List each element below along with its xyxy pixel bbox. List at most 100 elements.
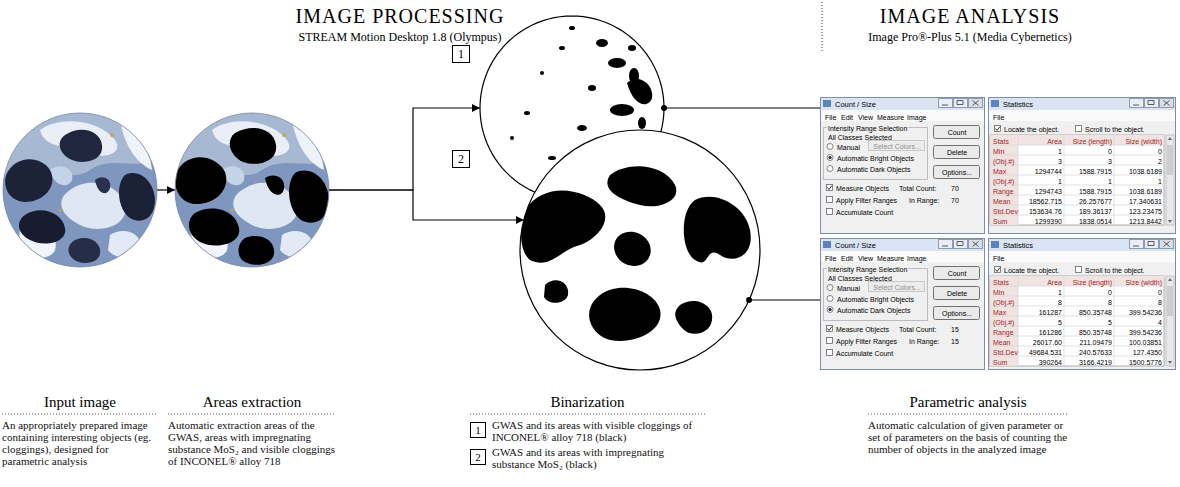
radio-label: Automatic Bright Objects [837, 295, 914, 304]
binarized-fill [559, 46, 565, 50]
field-value: 15 [951, 337, 959, 346]
group-title: Intensity Range Selection [827, 265, 908, 274]
window-title: Statistics [1003, 100, 1033, 109]
column-description: Automatic calculation of given parameter… [868, 419, 1068, 455]
table-cell: 2 [1115, 157, 1162, 166]
section-divider [822, 2, 823, 52]
table-cell: 3166.4219 [1065, 358, 1112, 367]
button-label: Options... [934, 168, 980, 177]
count-size-window: Count / SizeFileEditViewMeasureImageInte… [820, 97, 985, 234]
button-label: Delete [934, 148, 980, 157]
table-cell: 1213.8442 [1115, 217, 1162, 226]
input-photo [0, 110, 160, 270]
field-value: 70 [951, 184, 959, 193]
row-header: Min [993, 288, 1019, 297]
extracted-photo [172, 110, 332, 270]
menu-item: Edit [841, 113, 853, 122]
window-title: Count / Size [835, 100, 876, 109]
table-cell: 1 [1019, 288, 1062, 297]
menu-item: Edit [841, 254, 853, 263]
column-header: Size (length) [1065, 278, 1112, 287]
row-header: Range [993, 328, 1019, 337]
column-description: An appropriately prepared image containi… [2, 419, 158, 467]
table-cell: 850.35748 [1065, 308, 1112, 317]
row-header: Mean [993, 338, 1019, 347]
extracted-photo [172, 110, 332, 270]
binarized-image: 1 [480, 16, 664, 200]
column-header: Stats [993, 137, 1019, 146]
radio-label: Manual [837, 284, 860, 293]
table-cell: 390264 [1019, 358, 1062, 367]
menu-item: Measure [877, 254, 904, 263]
row-header: Range [993, 187, 1019, 196]
binarized-fill [608, 58, 626, 68]
radio-label: Automatic Dark Objects [837, 306, 911, 315]
input-photo [0, 110, 160, 270]
binarized-fill [610, 104, 634, 116]
table-cell: 8 [1115, 298, 1162, 307]
step-description: GWAS and its areas with visible clogging… [492, 419, 705, 443]
table-cell: 123.23475 [1115, 207, 1162, 216]
button-label: Options... [934, 309, 980, 318]
menu-item: View [858, 254, 873, 263]
table-cell: 17.340631 [1115, 197, 1162, 206]
extracted-photo [230, 128, 276, 164]
circle-outline [175, 113, 329, 267]
row-header: (Obj.#) [993, 157, 1019, 166]
table-cell: 1 [1019, 177, 1062, 186]
field-value: 15 [951, 325, 959, 334]
circle-outline [3, 113, 157, 267]
table-cell: 1294743 [1019, 187, 1062, 196]
group-title: Intensity Range Selection [827, 124, 908, 133]
circle-outline [480, 16, 664, 192]
menu-item: File [993, 254, 1004, 263]
statistics-window: StatisticsFileLocate the object.Scroll t… [988, 97, 1176, 234]
menu-item: Image [907, 113, 926, 122]
extracted-photo [265, 175, 284, 194]
table-cell: 153634.76 [1019, 207, 1062, 216]
binarized-fill [588, 85, 596, 91]
table-cell: 850.35748 [1065, 328, 1112, 337]
binarized-image: 2 [520, 130, 760, 370]
table-cell: 189.36137 [1065, 207, 1112, 216]
column-header: Area [1019, 278, 1062, 287]
table-cell: 399.54236 [1115, 308, 1162, 317]
window-body [988, 97, 1176, 225]
extracted-photo [289, 171, 329, 223]
table-cell: 8 [1065, 298, 1112, 307]
connector-arrow [157, 189, 175, 190]
menu-item: Measure [877, 113, 904, 122]
binarized-fill [589, 288, 660, 341]
table-cell: 0 [1115, 288, 1162, 297]
window-body [988, 238, 1176, 366]
window-body [820, 238, 985, 370]
checkbox-label: Locate the object. [1004, 125, 1059, 134]
circle-outline [2, 112, 158, 472]
window-body [988, 238, 1176, 370]
binarized-fill [614, 232, 651, 266]
menu-item: File [825, 113, 836, 122]
binarized-fill [628, 45, 636, 51]
binarized-fill [548, 156, 556, 160]
row-header: Std.Dev [993, 207, 1019, 216]
table-cell: 1500.5776 [1115, 358, 1162, 367]
radio-label: Manual [837, 143, 860, 152]
row-header: Max [993, 308, 1019, 317]
section-title: IMAGE PROCESSING [250, 4, 550, 28]
connector-arrow [664, 107, 820, 108]
circle-outline [520, 130, 760, 370]
row-header: Min [993, 147, 1019, 156]
heading-underline [2, 414, 158, 415]
field-label: In Range: [909, 337, 939, 346]
table-cell: 3 [1065, 157, 1112, 166]
table-cell: 3 [1019, 157, 1062, 166]
window-body [828, 308, 831, 311]
extracted-photo [189, 208, 239, 245]
step-number: 1 [452, 45, 470, 63]
binarized-fill [544, 280, 568, 303]
extracted-photo [175, 128, 329, 265]
row-header: Std.Dev [993, 348, 1019, 357]
binarized-fill [577, 125, 587, 131]
column-heading: Areas extraction [168, 394, 336, 411]
table-cell: 1299390 [1019, 217, 1062, 226]
